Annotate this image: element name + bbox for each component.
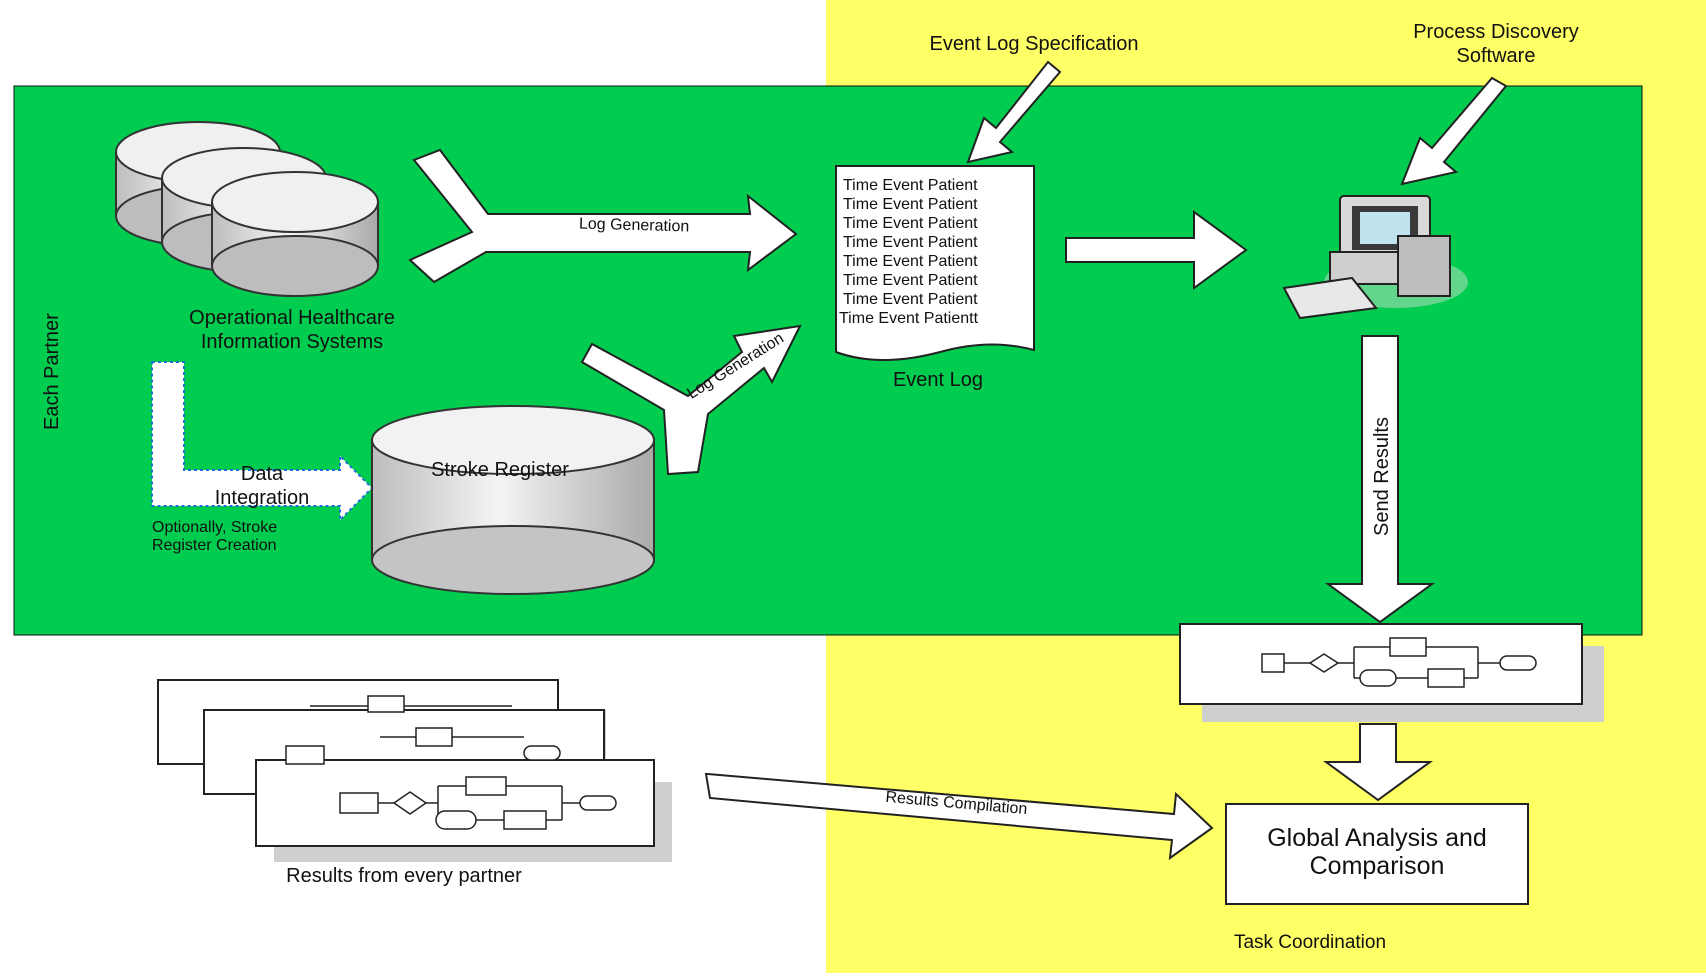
event-log-lines: Time Event Patient Time Event Patient Ti…	[839, 177, 979, 327]
operational-systems-label: Operational Healthcare	[189, 307, 395, 329]
global-analysis-box	[1225, 803, 1529, 905]
event-log-label: Event Log	[893, 369, 983, 391]
database-cylinder-3	[211, 171, 379, 297]
data-integration-label-2: Integration	[215, 487, 310, 509]
log-generation-label-top: Log Generation	[579, 216, 690, 236]
process-model-icon	[1261, 637, 1537, 688]
event-log-line: Time Event Patient	[843, 177, 978, 194]
optional-note-2: Register Creation	[152, 537, 277, 554]
event-log-line: Time Event Patient	[843, 291, 978, 308]
global-analysis-label-2: Comparison	[1310, 852, 1445, 880]
stroke-register-label: Stroke Register	[431, 459, 569, 481]
event-log-to-computer-arrow	[1065, 210, 1248, 290]
partner-results-stack	[157, 679, 672, 862]
process-model-icon	[285, 695, 561, 765]
process-discovery-label: Process Discovery	[1413, 21, 1579, 43]
send-results-label: Send Results	[1371, 417, 1393, 536]
each-partner-label: Each Partner	[41, 313, 63, 430]
data-integration-label: Data	[241, 463, 284, 485]
log-generation-arrow-bottom	[580, 324, 802, 476]
log-generation-arrow-top	[408, 148, 798, 284]
event-log-line: Time Event Patient	[843, 253, 978, 270]
operational-systems-databases	[115, 121, 379, 297]
process-discovery-label-2: Software	[1457, 45, 1536, 67]
send-results-arrow	[1324, 335, 1436, 624]
global-analysis-label: Global Analysis and	[1267, 824, 1487, 852]
spec-arrow	[966, 60, 1062, 164]
result-model-card	[1179, 623, 1604, 722]
results-to-analysis-arrow	[1322, 723, 1434, 802]
event-log-spec-label: Event Log Specification	[929, 33, 1138, 55]
event-log-line: Time Event Patient	[843, 272, 978, 289]
event-log-document	[835, 165, 1035, 361]
task-coordination-label: Task Coordination	[1234, 932, 1386, 953]
operational-systems-label-2: Information Systems	[201, 331, 383, 353]
optional-note: Optionally, Stroke	[152, 519, 277, 536]
process-model-icon	[339, 776, 617, 830]
event-log-line: Time Event Patient	[843, 234, 978, 251]
software-arrow	[1400, 76, 1508, 186]
results-every-partner-label: Results from every partner	[286, 865, 522, 887]
computer-icon	[1282, 195, 1468, 320]
event-log-line: Time Event Patientt	[839, 310, 979, 327]
data-integration-arrow	[151, 361, 374, 523]
event-log-line: Time Event Patient	[843, 215, 978, 232]
event-log-line: Time Event Patient	[843, 196, 978, 213]
stroke-register-cylinder	[371, 405, 655, 595]
results-compilation-arrow	[704, 773, 1214, 861]
